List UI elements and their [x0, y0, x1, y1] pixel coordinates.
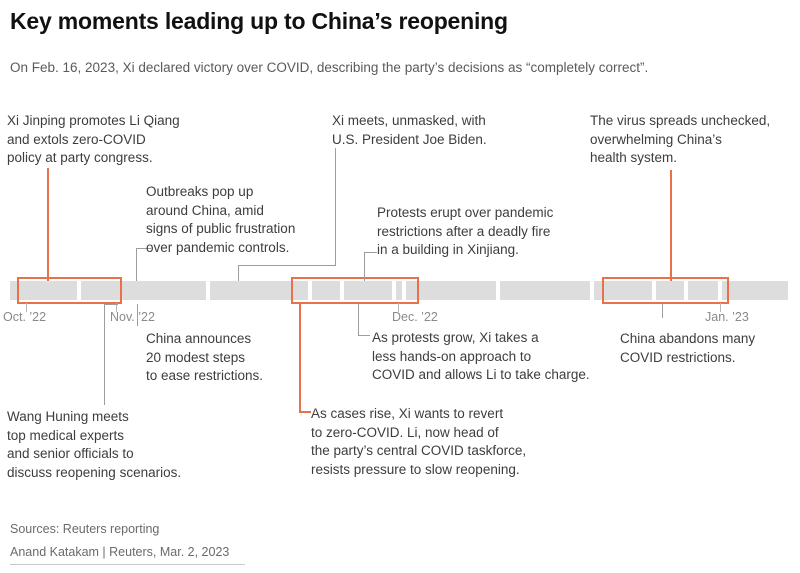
month-label-nov: Nov. ’22: [110, 310, 155, 324]
month-label-dec: Dec. ’22: [392, 310, 438, 324]
annotation-xi-meets-biden: Xi meets, unmasked, with U.S. President …: [332, 113, 487, 147]
leader-line-china-abandons: [662, 304, 663, 318]
leader-line-as-cases-rise: [299, 304, 301, 411]
leader-elbow-as-cases-rise: [299, 411, 311, 413]
month-tick: [398, 303, 399, 312]
timeline-segment: [500, 281, 590, 300]
leader-line-xi-meets-biden-drop: [238, 265, 239, 281]
leader-line-protests: [364, 252, 365, 281]
leader-elbow-protests: [364, 252, 377, 253]
leader-line-as-protests-grow: [358, 304, 359, 335]
footer-sources: Sources: Reuters reporting: [10, 522, 160, 536]
leader-line-china-announces: [137, 304, 138, 326]
footer-credit: Anand Katakam | Reuters, Mar. 2, 2023: [10, 545, 230, 559]
leader-line-xi-promotes-li-qiang: [47, 168, 49, 281]
timeline-segment: [312, 281, 402, 300]
segment-gap: [652, 281, 656, 300]
leader-elbow-xi-meets-biden: [238, 265, 336, 266]
month-tick: [720, 303, 721, 312]
timeline-segment: [688, 281, 788, 300]
annotation-as-cases-rise: As cases rise, Xi wants to revert to zer…: [311, 406, 527, 477]
timeline-segment: [594, 281, 684, 300]
month-label-oct: Oct. ’22: [3, 310, 47, 324]
highlight-period-january: [602, 277, 729, 304]
annotation-wang-huning-meets: Wang Huning meets top medical experts an…: [7, 409, 182, 480]
leader-elbow-outbreaks: [136, 248, 151, 249]
segment-gap: [77, 281, 81, 300]
page-title: Key moments leading up to China’s reopen…: [10, 8, 508, 34]
timeline-segment: [210, 281, 308, 300]
annotation-virus-spreads-unchecked: The virus spreads unchecked, overwhelmin…: [590, 113, 771, 165]
footer-divider: [10, 564, 245, 565]
month-label-jan: Jan. ’23: [705, 310, 749, 324]
page-subtitle: On Feb. 16, 2023, Xi declared victory ov…: [10, 60, 649, 75]
timeline-segment: [406, 281, 496, 300]
leader-elbow-china-announces: [137, 304, 138, 305]
leader-line-outbreaks: [136, 248, 137, 281]
leader-line-xi-meets-biden: [335, 148, 336, 265]
timeline-bar: [10, 281, 788, 300]
leader-elbow-as-protests-grow: [358, 335, 370, 336]
annotation-china-announces-20-steps: China announces 20 modest steps to ease …: [146, 331, 264, 383]
annotation-as-protests-grow: As protests grow, Xi takes a less hands-…: [372, 330, 590, 382]
leader-elbow-wang-huning-top: [104, 304, 118, 305]
highlight-period-december: [291, 277, 419, 304]
timeline-segment: [10, 281, 206, 300]
leader-line-virus-spreads: [670, 170, 672, 281]
month-tick: [116, 303, 117, 312]
annotation-xi-promotes-li-qiang: Xi Jinping promotes Li Qiang and extols …: [7, 113, 180, 165]
month-tick: [26, 303, 27, 312]
segment-gap: [340, 281, 344, 300]
annotation-outbreaks-pop-up: Outbreaks pop up around China, amid sign…: [146, 184, 296, 255]
segment-gap: [718, 281, 722, 300]
segment-gap: [392, 281, 396, 300]
highlight-period-october: [17, 277, 122, 304]
leader-line-wang-huning: [104, 304, 105, 405]
annotation-protests-erupt: Protests erupt over pandemic restriction…: [377, 205, 554, 257]
annotation-china-abandons-restrictions: China abandons many COVID restrictions.: [620, 331, 756, 365]
